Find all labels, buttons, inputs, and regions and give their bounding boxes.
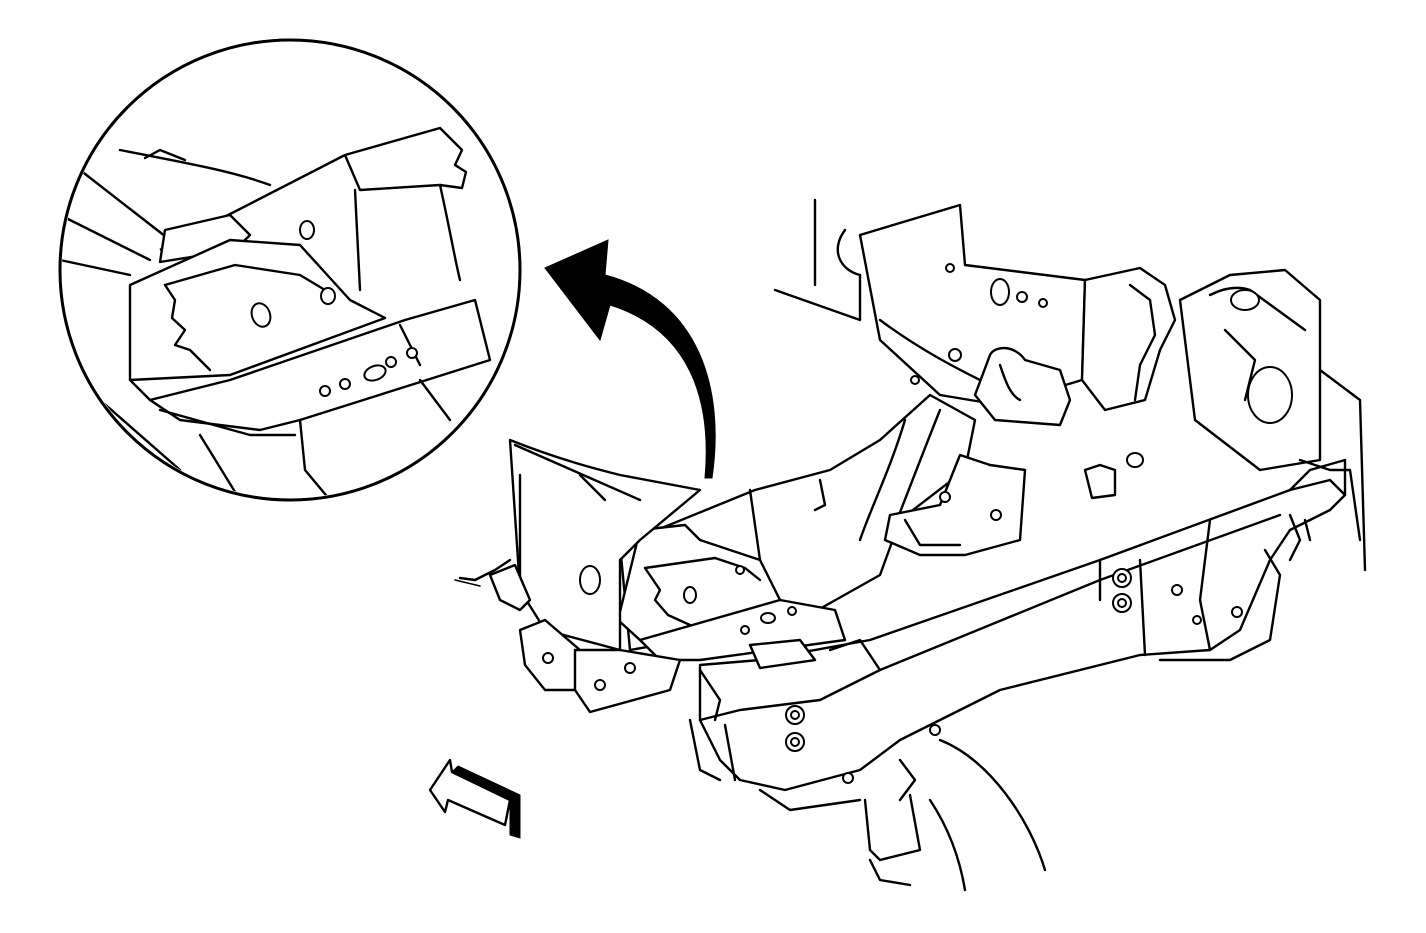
crossmember-bolts [785,568,1132,752]
callout-curved-arrow [544,239,716,479]
bolt-icon [1112,593,1132,613]
bolt-icon [785,732,805,752]
frame-rail-bracket [454,198,1367,714]
detail-magnifier-circle [58,38,522,502]
front-direction-arrow [428,758,521,839]
bolt-icon [1112,568,1132,588]
bolt-icon [785,705,805,725]
front-crossmember [688,458,1347,892]
